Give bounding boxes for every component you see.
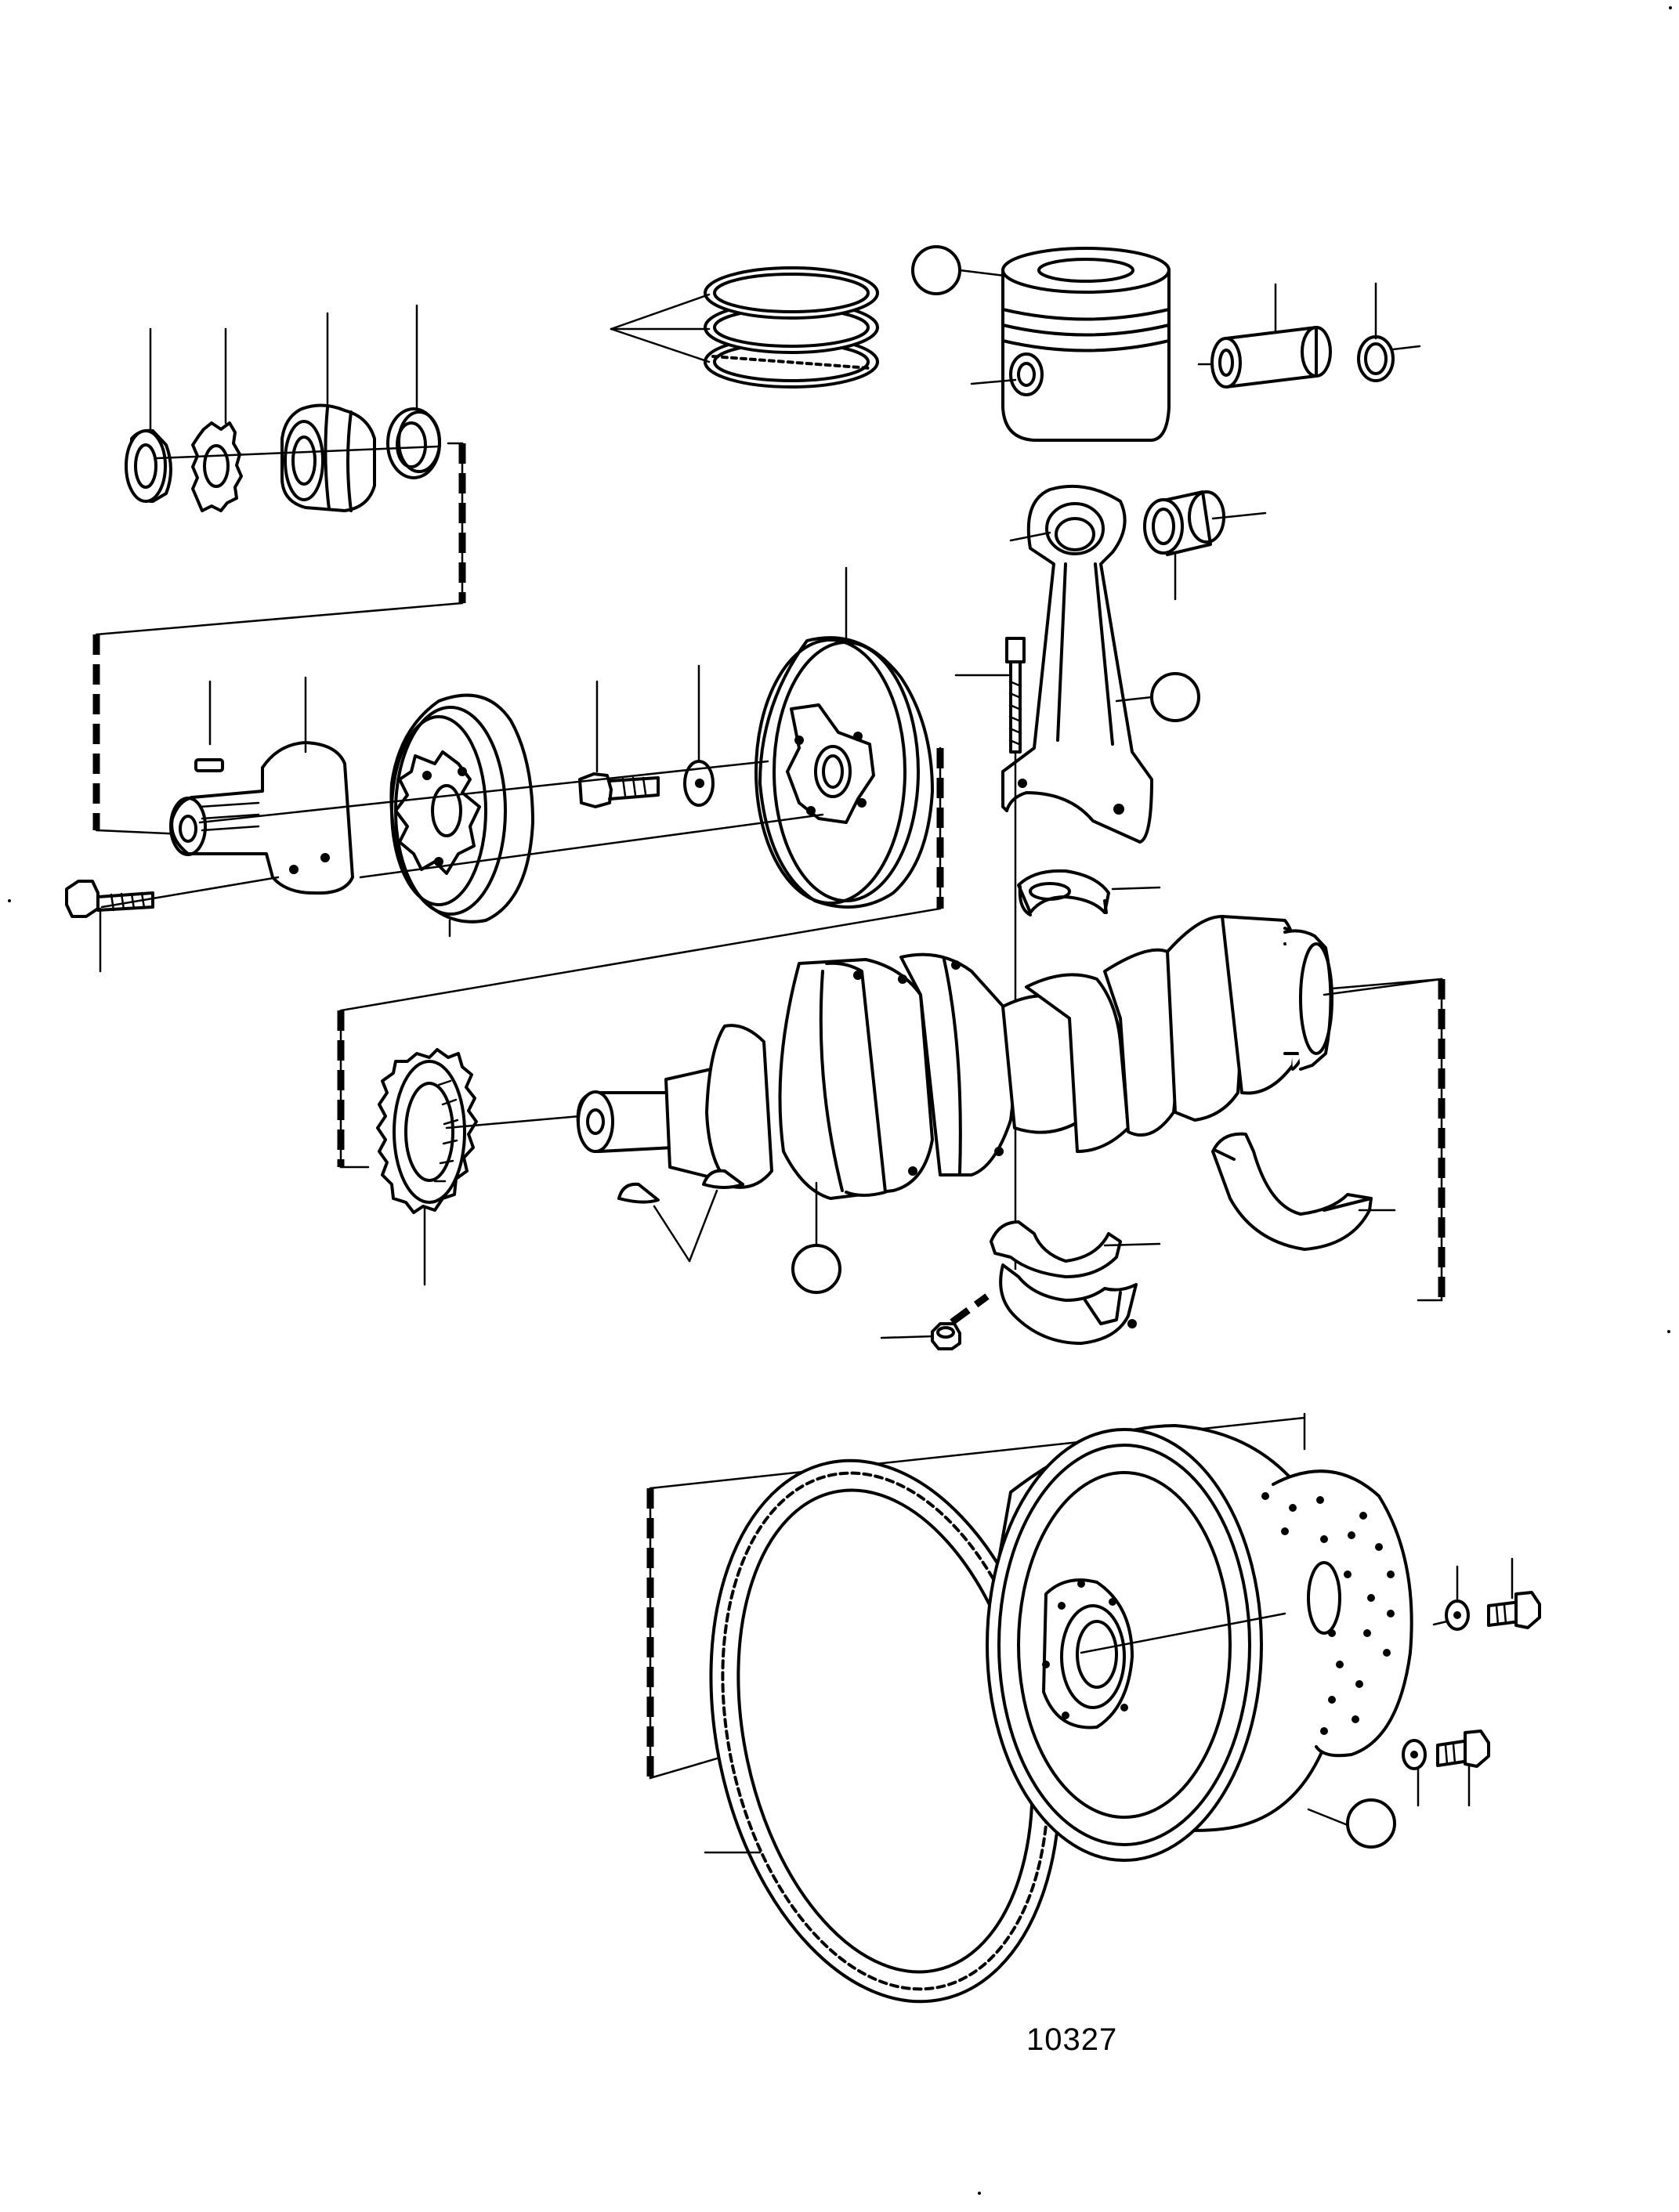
- plate-bolt: [1436, 1729, 1490, 1768]
- seal-ring: [386, 407, 441, 479]
- pulley-washer: [683, 760, 715, 807]
- reference-circle: [1150, 672, 1200, 722]
- reference-circle: [791, 1244, 841, 1294]
- small-end-bush: [1143, 490, 1225, 556]
- flexplate: [1261, 1469, 1413, 1758]
- plate-washer: [1402, 1739, 1427, 1770]
- assembly-dashed-connector: [337, 746, 944, 1169]
- piston: [1001, 247, 1171, 442]
- bearing-nut: [931, 1322, 961, 1350]
- flywheel-bolt: [1487, 1591, 1541, 1629]
- piston-rings-leader: [610, 293, 711, 363]
- reference-circle: [911, 245, 961, 295]
- pulley-hub-sleeve: [280, 403, 376, 512]
- assembly-dashed-connector: [92, 442, 466, 836]
- bearing-cap: [990, 1220, 1138, 1345]
- crankshaft-timing-gear: [376, 1048, 478, 1214]
- reference-circle: [1346, 1798, 1396, 1849]
- connecting-rod: [1001, 484, 1153, 844]
- hub-bolt: [65, 880, 154, 918]
- crankshaft-pulley: [389, 693, 534, 923]
- woodruff-key: [194, 758, 224, 772]
- pulley-bolt: [578, 772, 660, 808]
- flywheel-washer: [1445, 1599, 1470, 1631]
- connecting-rod-bolt: [1005, 637, 1026, 754]
- circlip: [1357, 335, 1395, 382]
- v-belt-pulley: [754, 636, 934, 909]
- woodruff-keys: [617, 1169, 744, 1204]
- piston-pin: [1210, 326, 1332, 389]
- toothed-lock-washer: [191, 421, 243, 512]
- piston-rings: [704, 266, 879, 389]
- main-bearing-shell: [1211, 1132, 1373, 1251]
- crankshaft: [576, 915, 1333, 1200]
- shaft-seal-ring: [125, 428, 172, 503]
- figure-number: 10327: [1026, 2022, 1118, 2057]
- assembly-dashed-connector: [1330, 978, 1446, 1302]
- starter-ring-gear: [709, 1458, 1062, 2004]
- upper-bearing-shell: [1017, 869, 1110, 916]
